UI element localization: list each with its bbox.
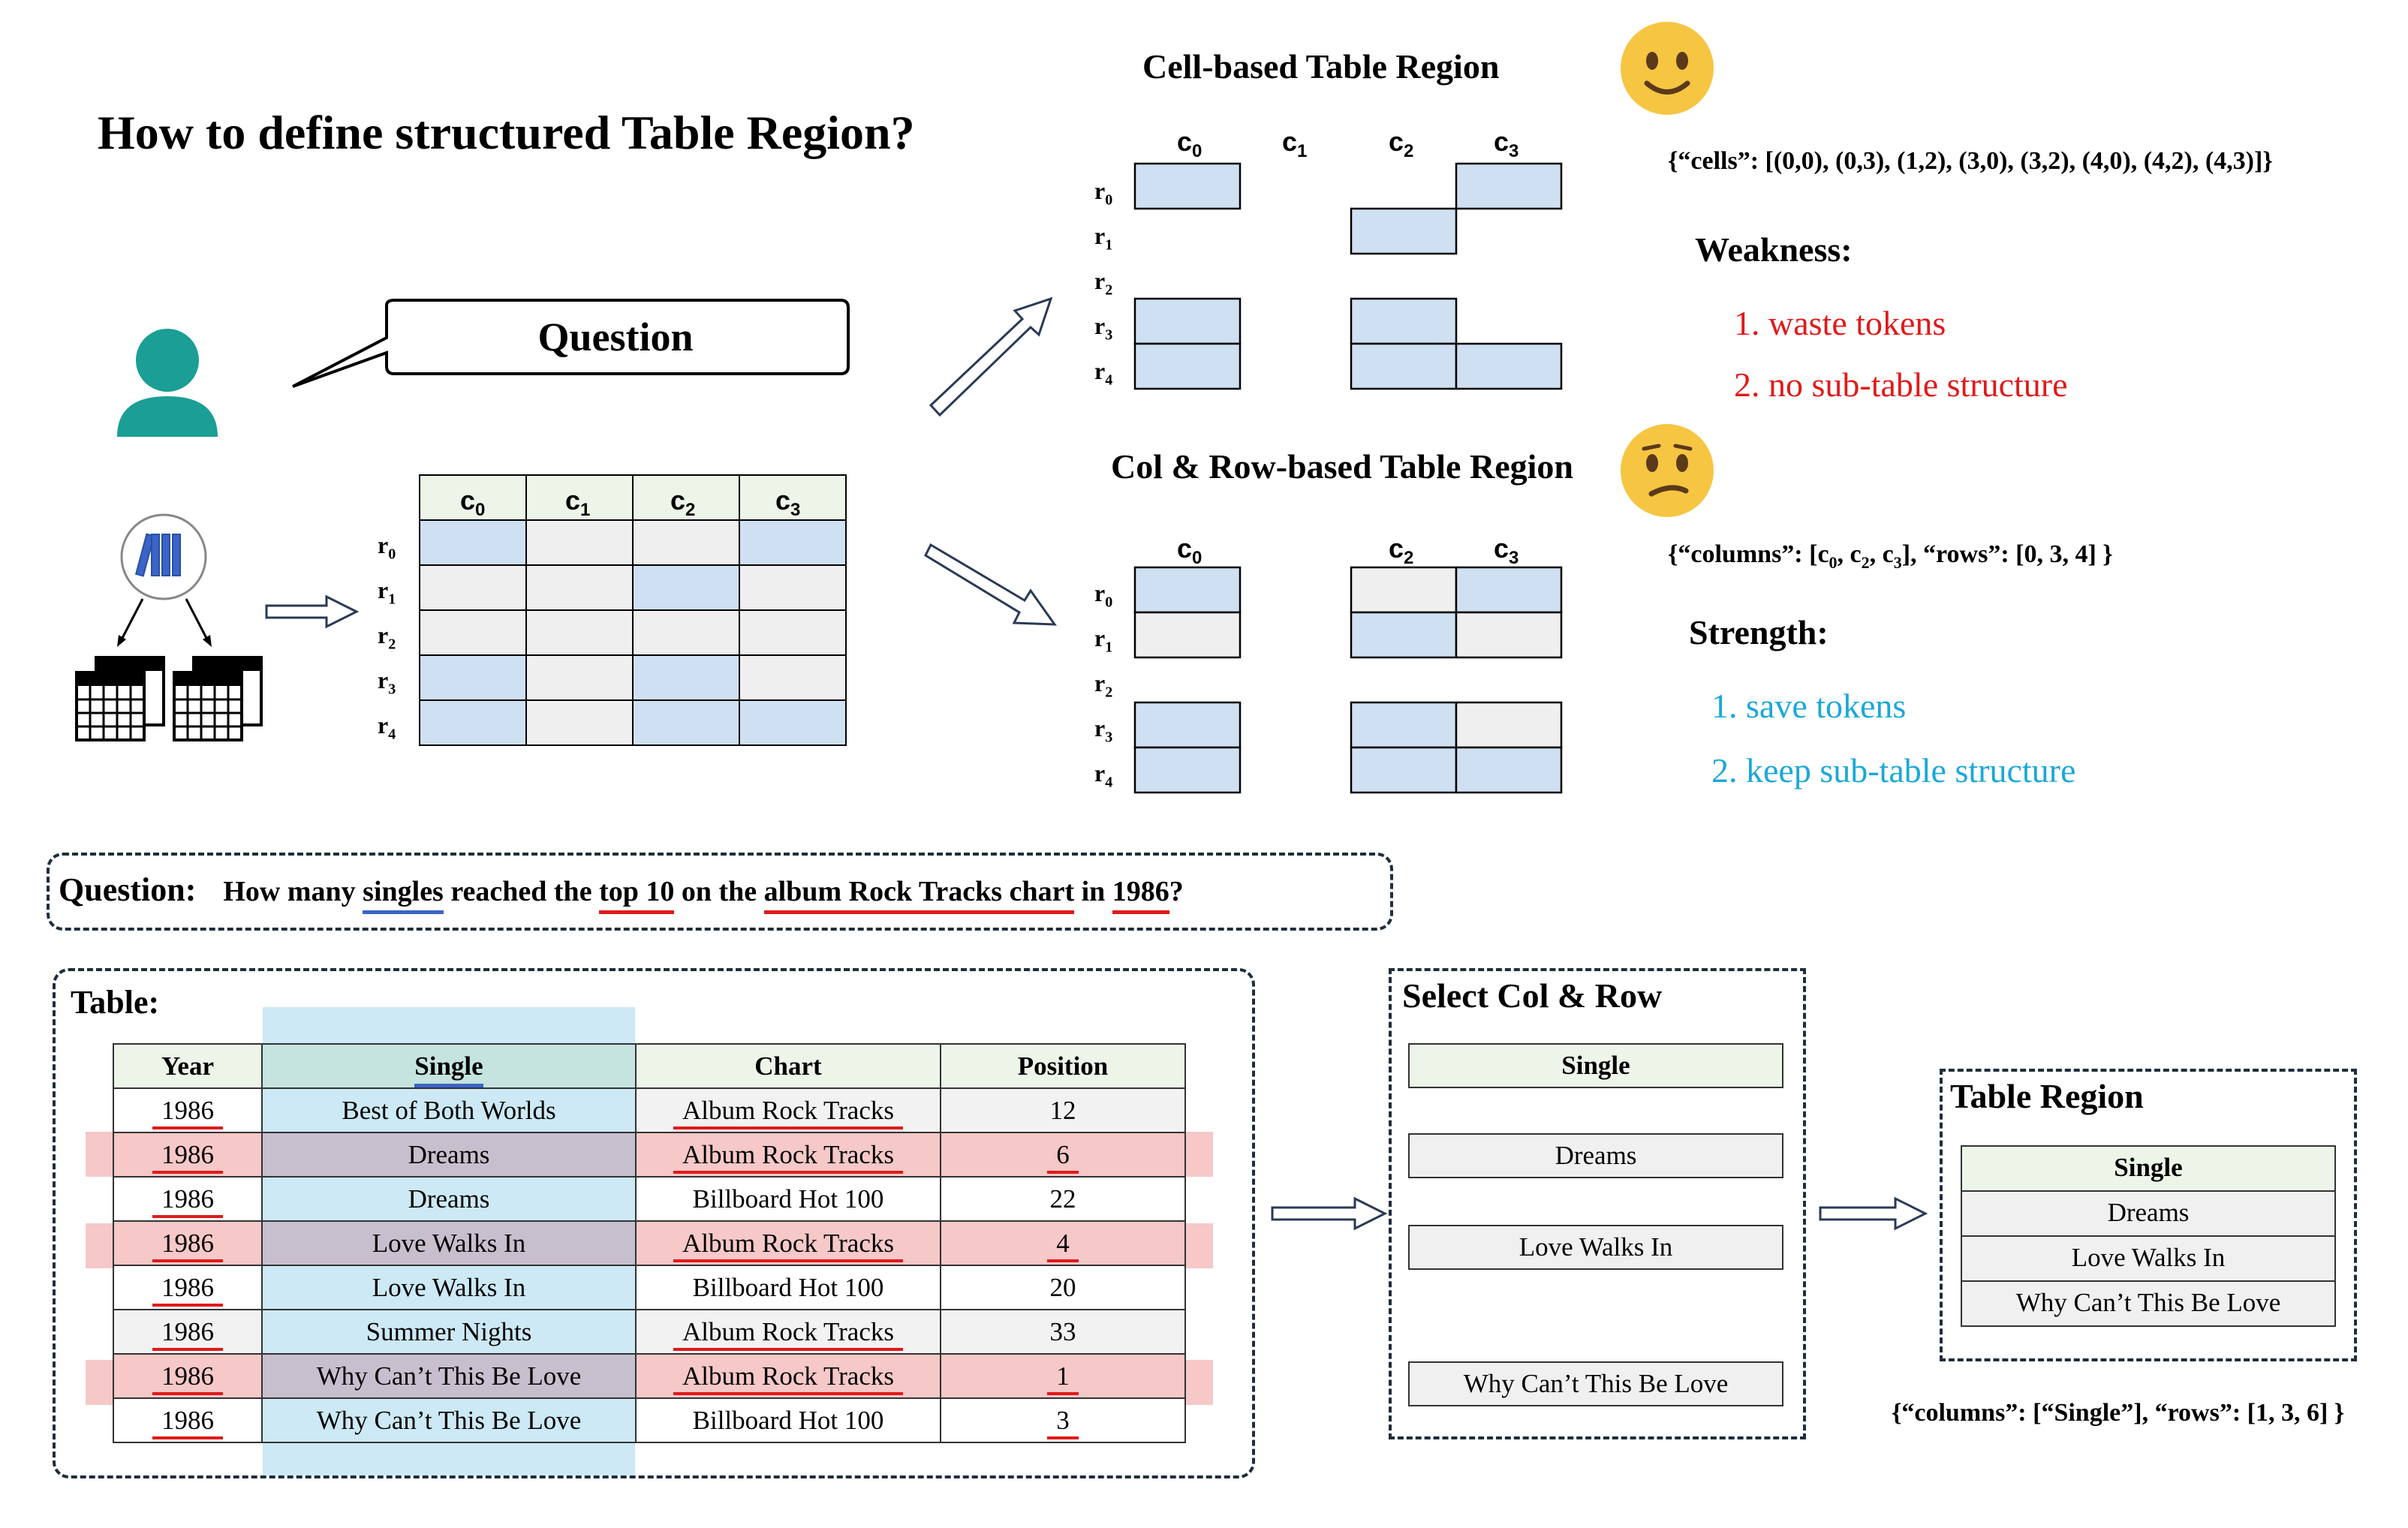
table-region-box: [1940, 1069, 2357, 1361]
select-title: Select Col & Row: [1402, 976, 1663, 1015]
col-label: c0: [1177, 126, 1202, 162]
full-table: [419, 474, 847, 746]
keyword-chart: album Rock Tracks chart: [763, 876, 1075, 914]
col-label: c3: [1494, 126, 1519, 162]
strength-title: Strength:: [1689, 613, 1829, 651]
region-item: Why Can’t This Be Love: [1961, 1280, 2336, 1327]
col-label: c1: [565, 485, 591, 521]
confused-emoji: [1621, 424, 1714, 517]
table-row: 1986 Dreams Billboard Hot 100 22: [113, 1176, 1186, 1222]
row-label: r4: [1094, 759, 1113, 791]
columns-rows-json: {“columns”: [c0, c2, c3], “rows”: [0, 3,…: [1668, 540, 2113, 572]
user-icon: [117, 329, 218, 437]
row-label: r0: [378, 531, 396, 563]
arrow-icon: [1271, 1196, 1388, 1231]
col-label: c1: [1282, 126, 1308, 162]
cell-based-title: Cell-based Table Region: [1142, 47, 1500, 86]
weakness-item: 1. waste tokens: [1734, 304, 1946, 342]
select-header: Single: [1408, 1043, 1783, 1088]
table-row: 1986 Dreams Album Rock Tracks 6: [113, 1132, 1186, 1178]
region-header: Single: [1961, 1145, 2336, 1192]
row-label: r3: [378, 666, 396, 698]
region-item: Love Walks In: [1961, 1235, 2336, 1282]
arrow-icon: [1819, 1196, 1928, 1231]
keyword-singles: singles: [363, 876, 444, 914]
table-row: 1986 Summer Nights Album Rock Tracks 33: [113, 1309, 1186, 1355]
select-box: [1389, 968, 1806, 1439]
col-label: c2: [670, 485, 696, 521]
data-table: Year Single Chart Position 1986 Best of …: [113, 1043, 1186, 1443]
header-chart: Chart: [635, 1043, 941, 1089]
select-item: Dreams: [1408, 1133, 1783, 1178]
select-item: Love Walks In: [1408, 1225, 1783, 1270]
arrow-icon: [265, 594, 360, 629]
database-icon: [75, 513, 263, 741]
smile-emoji: [1621, 22, 1714, 115]
table-box: [53, 968, 1255, 1478]
col-label: c0: [460, 485, 486, 521]
question-bubble-text: Question: [537, 314, 694, 359]
keyword-year: 1986: [1112, 876, 1169, 914]
header-position: Position: [940, 1043, 1186, 1089]
table-row: 1986 Love Walks In Billboard Hot 100 20: [113, 1265, 1186, 1310]
arrow-icon: [924, 543, 1057, 626]
col-label: c3: [775, 485, 801, 521]
keyword-top10: top 10: [599, 876, 675, 914]
row-label: r2: [1094, 267, 1113, 299]
row-label: r2: [1094, 669, 1113, 701]
question-box: [47, 853, 1393, 931]
weakness-title: Weakness:: [1695, 230, 1853, 269]
table-row: 1986 Best of Both Worlds Album Rock Trac…: [113, 1087, 1186, 1133]
table-label: Table:: [71, 984, 160, 1021]
table-row: 1986 Why Can’t This Be Love Billboard Ho…: [113, 1397, 1186, 1443]
select-item: Why Can’t This Be Love: [1408, 1361, 1783, 1406]
speech-bubble: [292, 299, 850, 388]
page-title: How to define structured Table Region?: [98, 106, 915, 159]
table-region-title: Table Region: [1950, 1077, 2144, 1115]
row-label: r2: [378, 621, 396, 653]
row-label: r1: [1094, 624, 1113, 656]
strength-item: 1. save tokens: [1711, 687, 1907, 725]
col-label: c2: [1389, 126, 1414, 162]
question-line: Question:How many singles reached the to…: [59, 871, 1184, 914]
row-label: r0: [1094, 579, 1113, 611]
region-item: Dreams: [1961, 1190, 2336, 1237]
question-label: Question:: [59, 871, 197, 908]
weakness-item: 2. no sub-table structure: [1734, 365, 2068, 404]
row-label: r4: [378, 711, 396, 743]
region-json: {“columns”: [“Single”], “rows”: [1, 3, 6…: [1892, 1399, 2345, 1427]
header-year: Year: [113, 1043, 263, 1089]
table-icon: [75, 656, 263, 741]
col-row-based-grid: [1133, 566, 1563, 794]
table-row: 1986 Love Walks In Album Rock Tracks 4: [113, 1220, 1186, 1266]
row-label: r1: [378, 576, 396, 608]
row-label: r3: [1094, 714, 1113, 746]
table-row: 1986 Why Can’t This Be Love Album Rock T…: [113, 1353, 1186, 1399]
row-label: r4: [1094, 357, 1113, 389]
strength-item: 2. keep sub-table structure: [1711, 751, 2076, 790]
cell-based-grid: [1133, 162, 1563, 390]
col-label: c0: [1177, 533, 1202, 569]
arrow-icon: [929, 296, 1053, 417]
col-label: c3: [1494, 533, 1519, 569]
header-single: Single: [261, 1043, 637, 1089]
row-label: r0: [1094, 177, 1113, 209]
row-label: r3: [1094, 312, 1113, 344]
row-label: r1: [1094, 222, 1113, 254]
cells-json: {“cells”: [(0,0), (0,3), (1,2), (3,0), (…: [1668, 147, 2273, 175]
col-row-based-title: Col & Row-based Table Region: [1111, 447, 1573, 486]
col-label: c2: [1389, 533, 1414, 569]
